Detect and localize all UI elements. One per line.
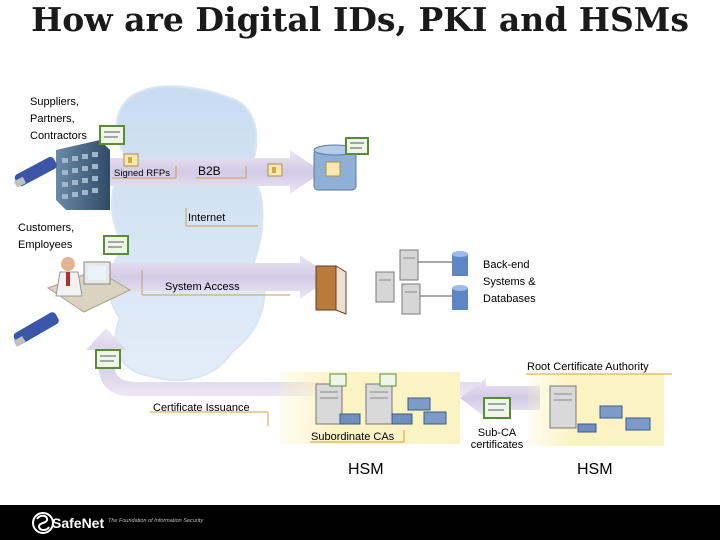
usb-token-icon-bottom bbox=[13, 312, 59, 348]
system-access-label: System Access bbox=[165, 281, 240, 293]
b2b-arrow bbox=[100, 150, 322, 194]
hsm-label-right: HSM bbox=[577, 461, 613, 478]
internet-cloud bbox=[108, 85, 266, 382]
hsm-card-icon bbox=[407, 397, 447, 425]
subordinate-ca-server-icon bbox=[365, 373, 413, 425]
internet-label: Internet bbox=[188, 212, 226, 224]
employee-at-desk-icon bbox=[46, 257, 132, 313]
database-icon bbox=[452, 251, 468, 276]
signed-document-icon bbox=[123, 153, 139, 167]
door-icon bbox=[315, 265, 347, 315]
sub-ca-certificates-label: Sub-CA certificates bbox=[470, 427, 524, 451]
hsm-label-left: HSM bbox=[348, 461, 384, 478]
backend-server-icon bbox=[375, 249, 421, 315]
certificate-issuance-label: Certificate Issuance bbox=[153, 402, 250, 414]
subordinate-ca-server-icon bbox=[315, 373, 361, 425]
signed-rfps-label: Signed RFPs bbox=[114, 168, 170, 179]
suppliers-label: Suppliers, Partners, Contractors bbox=[30, 96, 87, 142]
root-ca-server-icon bbox=[549, 385, 651, 433]
page-title: How are Digital IDs, PKI and HSMs bbox=[31, 0, 689, 39]
issued-certificate-icon bbox=[95, 349, 121, 369]
usb-token-icon-top bbox=[13, 156, 57, 188]
b2b-label: B2B bbox=[198, 164, 221, 178]
employee-certificate-icon bbox=[103, 235, 129, 255]
signed-document-icon bbox=[267, 163, 283, 177]
logo-text: SafeNet bbox=[52, 515, 104, 531]
root-ca-zone bbox=[528, 374, 664, 446]
database-icon bbox=[452, 285, 468, 310]
system-access-arrow bbox=[100, 255, 332, 299]
footer-bar bbox=[0, 505, 720, 540]
office-building-icon bbox=[56, 140, 110, 210]
backend-label: Back-end Systems & Databases bbox=[483, 259, 536, 305]
subordinate-cas-label: Subordinate CAs bbox=[311, 431, 395, 443]
customers-label: Customers, Employees bbox=[18, 222, 75, 251]
supplier-certificate-icon bbox=[99, 125, 125, 145]
footer-tagline: The Foundation of Information Security bbox=[108, 518, 204, 524]
partner-certificate-icon bbox=[345, 137, 369, 155]
root-ca-label: Root Certificate Authority bbox=[527, 361, 649, 373]
sub-ca-certificate-icon bbox=[483, 397, 511, 419]
safenet-logo: SafeNet bbox=[32, 512, 104, 534]
